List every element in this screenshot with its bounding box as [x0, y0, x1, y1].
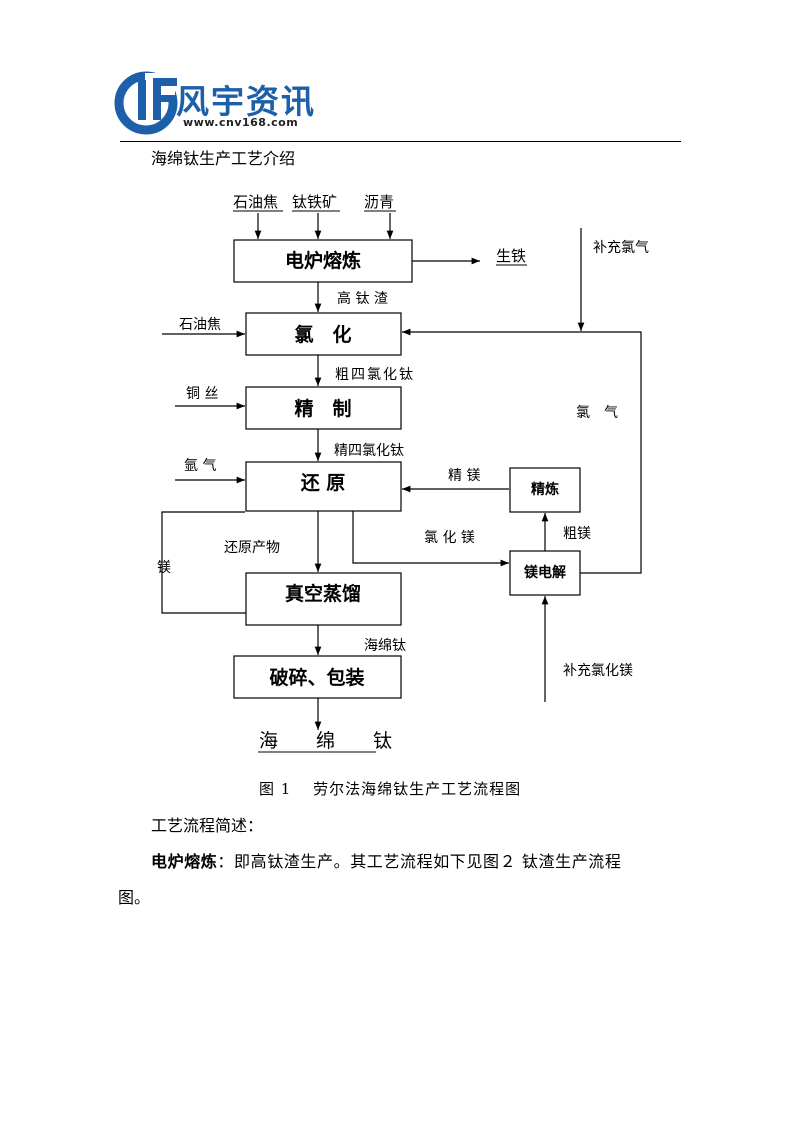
label-ilmenite: 钛铁矿 — [292, 193, 337, 211]
label-argon: 氩 气 — [184, 458, 216, 474]
label-supplement-chlorine: 补充氯气 — [593, 240, 649, 256]
smelting-term: 电炉熔炼 — [151, 852, 218, 871]
label-petroleum-coke-side: 石油焦 — [179, 317, 221, 333]
box-refining-label: 精 制 — [294, 397, 351, 420]
paragraph-intro: 工艺流程简述： — [151, 816, 264, 835]
box-reduction-label: 还 原 — [300, 472, 346, 494]
label-refined-mg: 精 镁 — [448, 468, 480, 484]
label-reduction-product: 还原产物 — [224, 540, 280, 556]
box-distillation-label: 真空蒸馏 — [285, 582, 361, 605]
label-product: 海 绵 钛 — [259, 730, 392, 752]
label-copper-wire: 铜 丝 — [186, 386, 218, 402]
label-chlorine-gas: 氯 气 — [576, 405, 618, 421]
header-rule — [120, 141, 681, 142]
label-sponge-ti-small: 海绵钛 — [364, 637, 406, 654]
page-heading: 海绵钛生产工艺介绍 — [151, 149, 296, 168]
process-flowchart: 石油焦 钛铁矿 沥青 电炉熔炼 氯 化 精 制 还 原 真空蒸馏 破碎、包装 精… — [157, 193, 649, 753]
figure-caption: 图 1 劳尔法海绵钛生产工艺流程图 — [259, 780, 522, 798]
paragraph-continuation: 图。 — [118, 888, 151, 907]
label-magnesium: 镁 — [157, 560, 171, 576]
label-pure-ticl4: 精四氯化钛 — [334, 443, 404, 459]
company-logo: 风宇资讯 www.cnv168.com — [114, 71, 316, 135]
logo-name: 风宇资讯 — [176, 82, 316, 121]
label-supplement-mgcl2: 补充氯化镁 — [563, 663, 633, 679]
smelting-description: ：即高钛渣生产。其工艺流程如下见图２ 钛渣生产流程 — [217, 852, 622, 871]
label-pitch: 沥青 — [364, 193, 394, 211]
label-mgcl2: 氯 化 镁 — [424, 530, 475, 546]
box-smelting-label: 电炉熔炼 — [285, 249, 361, 272]
label-high-ti-slag: 高 钛 渣 — [337, 290, 388, 307]
label-crude-mg: 粗镁 — [563, 526, 591, 542]
label-pig-iron: 生铁 — [496, 247, 526, 265]
box-mg-refining — [509, 467, 581, 513]
logo-url: www.cnv168.com — [183, 116, 298, 129]
logo-emblem-icon — [114, 71, 178, 135]
box-mg-refining-label: 精炼 — [531, 481, 559, 498]
box-chlorination-label: 氯 化 — [294, 323, 351, 346]
box-crushing-label: 破碎、包装 — [269, 666, 364, 689]
box-refining — [245, 386, 402, 430]
label-petroleum-coke: 石油焦 — [233, 193, 278, 211]
box-distillation — [245, 572, 402, 626]
box-chlorination — [245, 312, 402, 356]
box-mg-electrolysis-label: 镁电解 — [524, 564, 566, 581]
box-reduction — [245, 461, 402, 512]
label-crude-ticl4: 粗四氯化钛 — [335, 367, 415, 383]
paragraph-smelting: 电炉熔炼：即高钛渣生产。其工艺流程如下见图２ 钛渣生产流程 — [151, 848, 622, 876]
